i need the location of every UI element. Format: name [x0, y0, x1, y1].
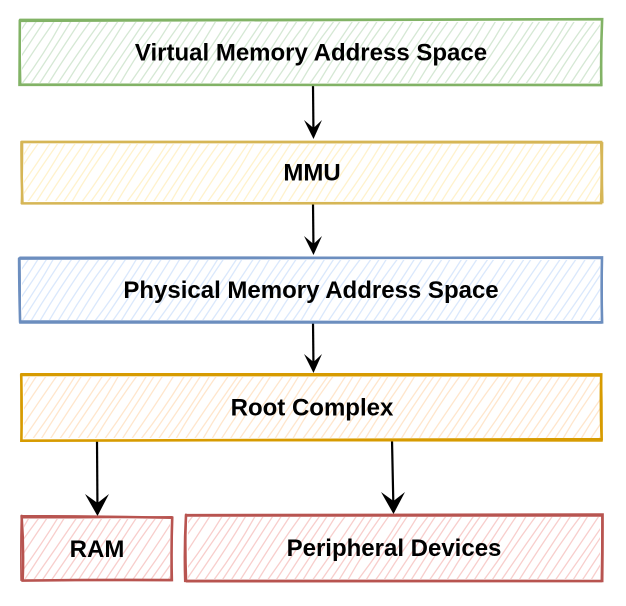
node-peripheral-label: Peripheral Devices: [287, 535, 502, 562]
node-physical-border: [19, 256, 603, 325]
node-ram-border: [20, 515, 173, 582]
node-virtual: Virtual Memory Address Space: [18, 17, 604, 87]
node-mmu-hachure: [24, 144, 600, 201]
node-peripheral-border: [185, 514, 603, 583]
node-root-label: Root Complex: [231, 395, 394, 422]
arrowhead-virtual-to-mmu: [304, 120, 322, 139]
node-mmu-border: [20, 140, 604, 205]
node-root-border: [20, 374, 603, 442]
node-ram-label: RAM: [70, 536, 125, 563]
node-mmu: MMU: [20, 140, 604, 205]
node-mmu-label: MMU: [283, 160, 340, 187]
arrowhead-mmu-to-physical: [304, 236, 322, 255]
node-virtual-border: [19, 18, 603, 87]
arrowhead-root-to-ram: [85, 494, 109, 516]
node-ram: RAM: [20, 514, 174, 582]
node-peripheral: Peripheral Devices: [183, 513, 604, 583]
node-physical-label: Physical Memory Address Space: [123, 277, 498, 304]
node-peripheral-hachure: [188, 517, 600, 579]
node-ram-hachure: [24, 519, 170, 579]
edge-virtual-to-mmu: [311, 85, 315, 137]
edge-root-to-peripheral: [390, 439, 395, 513]
node-physical-hachure: [22, 260, 600, 320]
edges: [85, 85, 405, 516]
edge-root-to-ram: [95, 440, 99, 515]
node-root-hachure: [24, 377, 600, 438]
node-root: Root Complex: [19, 373, 603, 443]
node-peripheral-border: [183, 513, 604, 583]
node-virtual-label: Virtual Memory Address Space: [135, 40, 487, 67]
edge-mmu-to-physical: [311, 202, 315, 253]
arrowhead-root-to-peripheral: [381, 492, 405, 514]
node-physical: Physical Memory Address Space: [17, 256, 604, 325]
arrowhead-physical-to-root: [304, 354, 322, 373]
node-virtual-hachure: [22, 22, 600, 83]
